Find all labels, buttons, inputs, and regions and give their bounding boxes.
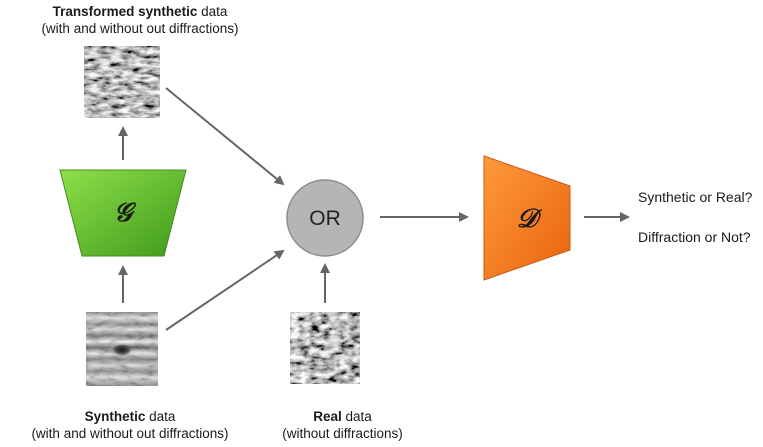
or-label: OR xyxy=(309,207,341,230)
transformed-caption-bold: Transformed synthetic xyxy=(52,4,198,19)
real-caption-line2: (without diffractions) xyxy=(282,426,403,441)
discriminator-block: 𝒟 xyxy=(483,155,571,281)
output-question-diffraction-or-not: Diffraction or Not? xyxy=(638,229,751,245)
arrow-transformed-to-or xyxy=(165,87,285,186)
output-question-synthetic-or-real: Synthetic or Real? xyxy=(638,189,753,205)
real-caption-bold: Real xyxy=(313,409,342,424)
arrow-synthetic-to-or xyxy=(165,249,285,331)
synthetic-caption-bold: Synthetic xyxy=(84,409,146,424)
transformed-caption-rest: data xyxy=(197,4,228,19)
synthetic-data-caption: Synthetic data (with and without out dif… xyxy=(0,408,260,442)
synthetic-caption-line2: (with and without out diffractions) xyxy=(31,426,229,441)
transformed-caption-line2: (with and without out diffractions) xyxy=(41,21,239,36)
transformed-data-caption: Transformed synthetic data (with and wit… xyxy=(0,3,280,37)
real-image xyxy=(290,312,360,384)
generator-block: 𝒢 xyxy=(59,169,187,257)
or-node: OR xyxy=(286,179,364,257)
transformed-synthetic-image xyxy=(84,46,160,118)
real-caption-rest: data xyxy=(341,409,372,424)
real-data-caption: Real data (without diffractions) xyxy=(270,408,415,442)
synthetic-image xyxy=(86,312,158,386)
synthetic-caption-rest: data xyxy=(145,409,176,424)
generator-label: 𝒢 xyxy=(114,198,137,228)
arrows xyxy=(118,87,630,331)
